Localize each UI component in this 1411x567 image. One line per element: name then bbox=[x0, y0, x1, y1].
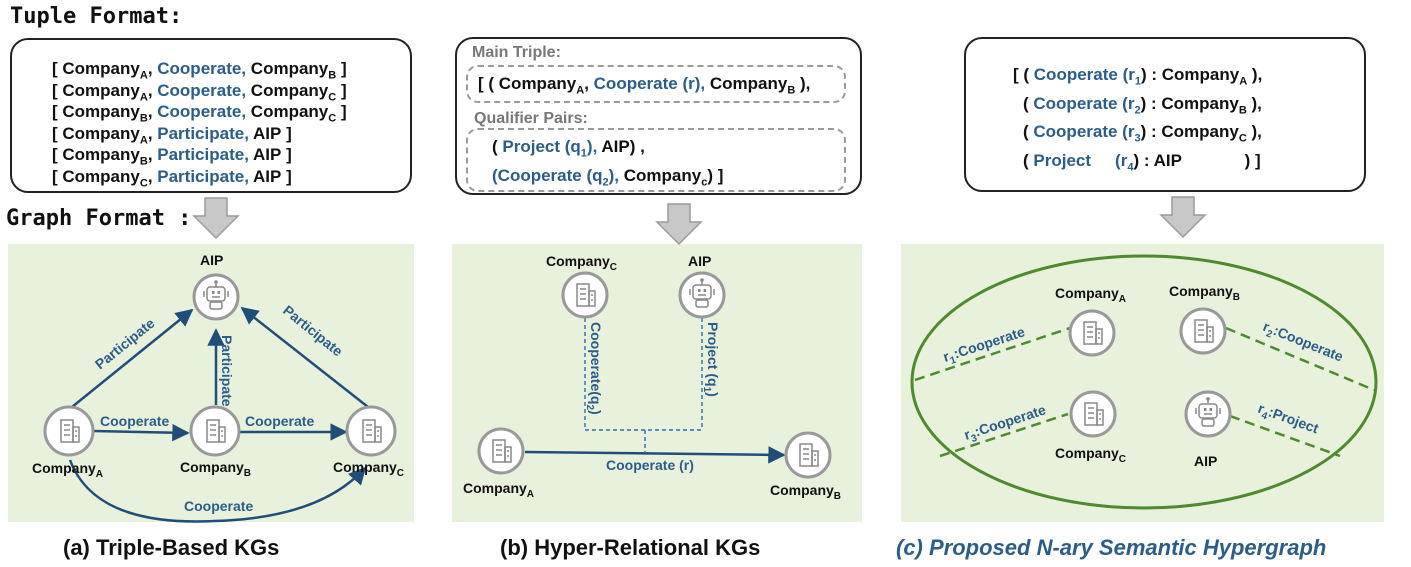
down-arrow-icon bbox=[192, 196, 1207, 246]
caption-c: (c) Proposed N-ary Semantic Hypergraph bbox=[896, 535, 1327, 560]
company-b-node-icon bbox=[189, 405, 241, 457]
main-triple-dashed-box bbox=[466, 65, 846, 103]
triple-tuple-line: [ CompanyB, Participate, AIP ] bbox=[52, 145, 292, 168]
company-b-label-a: CompanyB bbox=[180, 459, 251, 479]
graph-format-header: Graph Format : bbox=[6, 206, 192, 231]
company-a-node-icon-b bbox=[477, 427, 525, 475]
company-b-label-b: CompanyB bbox=[770, 482, 841, 502]
triple-tuple-line: [ CompanyA, Cooperate, CompanyC ] bbox=[52, 80, 347, 103]
company-b-node-icon-b bbox=[784, 431, 832, 479]
qualifier-line-1: ( Project (q1), AIP) , bbox=[492, 137, 645, 160]
triple-graph bbox=[68, 306, 369, 523]
triple-tuple-line: [ CompanyB, Cooperate, CompanyC ] bbox=[52, 102, 347, 125]
nary-hypergraph bbox=[910, 254, 1378, 510]
company-c-label-b: CompanyC bbox=[546, 253, 617, 273]
edge-label-participate-c: Participate bbox=[280, 302, 346, 360]
nary-tuple-box bbox=[964, 37, 1366, 192]
edge-label-cooperate-ab: Cooperate bbox=[100, 413, 169, 429]
company-c-label-a: CompanyC bbox=[333, 459, 404, 479]
main-triple-label: Main Triple: bbox=[472, 44, 561, 61]
nary-tuple-line: ( Project(r4) : AIP ) ] bbox=[1023, 150, 1261, 173]
company-c-node-icon-b bbox=[561, 271, 609, 319]
panel-hyper-relational-kg bbox=[452, 244, 862, 522]
caption-b: (b) Hyper-Relational KGs bbox=[500, 535, 761, 560]
company-a-label-b: CompanyA bbox=[463, 480, 534, 500]
edge-label-cooperate-r: Cooperate (r) bbox=[606, 457, 694, 473]
nary-tuple-line: ( Cooperate (r2) : CompanyB ), bbox=[1023, 93, 1262, 116]
edge-label-cooperate-bc: Cooperate bbox=[245, 413, 314, 429]
company-a-node-icon-c bbox=[1068, 309, 1116, 357]
tuple-format-header: Tuple Format: bbox=[10, 4, 183, 29]
hyper-graph bbox=[477, 271, 832, 479]
hyperedge-ellipse bbox=[910, 254, 1378, 510]
qualifier-line-2: (Cooperate (q2), Companyc) ] bbox=[492, 166, 724, 189]
triple-tuple-line: [ CompanyC, Participate, AIP ] bbox=[52, 166, 292, 189]
company-c-node-icon bbox=[345, 405, 397, 457]
aip-label-a: AIP bbox=[200, 252, 223, 268]
aip-label-c: AIP bbox=[1194, 453, 1217, 469]
nary-tuple-line: ( Cooperate (r3) : CompanyC ), bbox=[1023, 122, 1262, 145]
edge-label-cooperate-ac: Cooperate bbox=[184, 498, 253, 514]
caption-a: (a) Triple-Based KGs bbox=[63, 535, 280, 560]
company-a-node-icon bbox=[43, 405, 95, 457]
triple-tuple-line: [ CompanyA, Participate, AIP ] bbox=[52, 123, 292, 146]
edge-label-participate-b: Participate bbox=[219, 335, 235, 407]
qualifier-label-cooperate-q2: Cooperate(q2) bbox=[584, 322, 604, 415]
company-b-node-icon-c bbox=[1179, 307, 1227, 355]
qualifier-dashed-box bbox=[466, 128, 846, 192]
nary-tuple-line: [ ( Cooperate (r1) : CompanyA ), bbox=[1013, 65, 1263, 88]
qualifier-pairs-label: Qualifier Pairs: bbox=[474, 110, 588, 127]
triple-tuple-box bbox=[10, 38, 412, 193]
company-c-label-c: CompanyC bbox=[1055, 445, 1126, 465]
triple-graph-nodes bbox=[43, 273, 397, 457]
qualifier-label-project-q1: Project (q1) bbox=[701, 322, 721, 397]
main-triple-line: [ ( CompanyA, Cooperate (r), CompanyB ), bbox=[478, 74, 811, 97]
company-c-node-icon-c bbox=[1069, 390, 1117, 438]
company-a-label-a: CompanyA bbox=[32, 460, 103, 480]
company-a-label-c: CompanyA bbox=[1055, 285, 1126, 305]
aip-label-b: AIP bbox=[688, 253, 711, 269]
triple-tuple-line: [ CompanyA, Cooperate, CompanyB ] bbox=[52, 59, 347, 82]
hyperedge-label-r4: r4:Project bbox=[1255, 400, 1321, 441]
company-b-label-c: CompanyB bbox=[1169, 283, 1240, 303]
hyper-tuple-box bbox=[455, 37, 862, 195]
